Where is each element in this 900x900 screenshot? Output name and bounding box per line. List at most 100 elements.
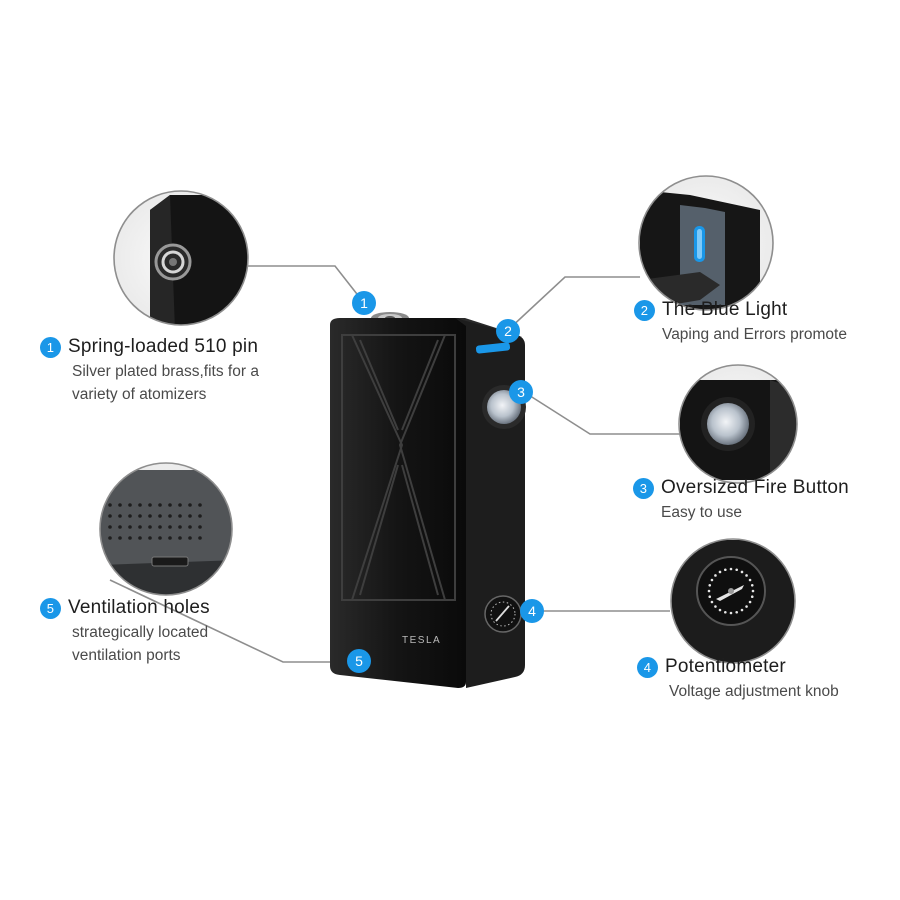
dial-tick (750, 595, 754, 598)
vent-hole (128, 503, 132, 507)
vent-hole (108, 525, 112, 529)
vent-hole (198, 514, 202, 518)
vent-hole (118, 514, 122, 518)
dial-tick (751, 589, 755, 593)
fire-button-icon (707, 403, 749, 445)
leader-lines (109, 265, 683, 663)
svg-text:2: 2 (504, 323, 512, 339)
feature-title: Ventilation holes (68, 597, 210, 618)
vent-hole (138, 536, 142, 540)
callout-marker-1: 1 (352, 291, 376, 315)
leader-line-3 (523, 391, 683, 435)
vent-hole (108, 514, 112, 518)
dial-tick (740, 608, 744, 612)
feature-label-5: 5 Ventilation holes strategically locate… (40, 597, 210, 667)
dial-tick (710, 578, 714, 582)
svg-text:3: 3 (517, 384, 525, 400)
svg-text:1: 1 (360, 295, 368, 311)
feature-label-2: 2 The Blue Light Vaping and Errors promo… (634, 299, 847, 346)
callout-marker-4: 4 (520, 599, 544, 623)
dial-tick (714, 574, 717, 577)
vent-hole (128, 525, 132, 529)
feature-number-badge: 3 (633, 477, 654, 499)
dial-tick (708, 584, 712, 587)
vent-hole (148, 525, 152, 529)
dial-tick (745, 605, 748, 608)
dial-tick (729, 611, 733, 615)
dial-tick (724, 568, 727, 572)
vent-hole (168, 514, 172, 518)
feature-description: Easy to use (661, 504, 742, 521)
vent-hole (168, 503, 172, 507)
callout-marker-3: 3 (509, 380, 533, 404)
callout-marker-2: 2 (496, 319, 520, 343)
inset-510-connector (113, 190, 249, 326)
vent-hole (108, 536, 112, 540)
feature-number-badge: 2 (634, 299, 655, 321)
leader-line-1 (248, 265, 365, 304)
vent-hole (118, 503, 122, 507)
inset-blue-light (638, 175, 774, 311)
vent-hole (178, 503, 182, 507)
callout-marker-5: 5 (347, 649, 371, 673)
dial-tick (708, 595, 712, 598)
vent-hole (168, 525, 172, 529)
feature-title: Oversized Fire Button (661, 477, 849, 498)
dial-tick (735, 568, 738, 572)
feature-description: Voltage adjustment knob (669, 683, 839, 700)
vent-hole (138, 503, 142, 507)
feature-description: Silver plated brass,fits for a variety o… (72, 363, 259, 403)
dial-tick (745, 574, 748, 577)
vent-hole (188, 525, 192, 529)
vent-hole (188, 503, 192, 507)
dial-tick (748, 600, 752, 604)
dial-tick (729, 567, 733, 571)
dial-tick (740, 570, 744, 574)
vent-hole (158, 503, 162, 507)
inset-fire-button (678, 364, 798, 484)
vent-hole (188, 514, 192, 518)
inset-dial-knob (670, 538, 796, 664)
svg-text:5: 5 (355, 653, 363, 669)
vent-hole (178, 536, 182, 540)
vent-hole (148, 536, 152, 540)
vent-hole (128, 514, 132, 518)
dial-tick (735, 610, 738, 614)
vent-hole (128, 536, 132, 540)
dial-tick (748, 578, 752, 582)
vent-hole (118, 525, 122, 529)
vent-hole (158, 525, 162, 529)
blue-light (475, 342, 511, 354)
dial-tick (718, 570, 722, 574)
vent-hole (148, 514, 152, 518)
feature-title: Potentiometer (665, 656, 786, 677)
vent-hole (148, 503, 152, 507)
dial-tick (718, 608, 722, 612)
vent-hole (158, 536, 162, 540)
dial-tick (710, 600, 714, 604)
feature-title: The Blue Light (662, 299, 788, 320)
feature-number-badge: 4 (637, 656, 658, 678)
dial-tick (724, 610, 727, 614)
vent-hole (108, 503, 112, 507)
feature-title: Spring-loaded 510 pin (68, 336, 259, 357)
inset-vent-holes (99, 462, 233, 596)
vent-hole (138, 525, 142, 529)
brand-logo: TESLA (402, 635, 441, 646)
svg-text:4: 4 (528, 603, 536, 619)
vent-hole (198, 525, 202, 529)
vent-hole (188, 536, 192, 540)
feature-number-badge: 5 (40, 597, 61, 619)
feature-description: Vaping and Errors promote (662, 326, 847, 343)
feature-label-1: 1 Spring-loaded 510 pin Silver plated br… (40, 336, 259, 406)
dial-tick (707, 589, 711, 593)
leader-line-2 (507, 276, 640, 331)
vent-hole (118, 536, 122, 540)
vent-hole (138, 514, 142, 518)
vent-hole (178, 525, 182, 529)
vent-hole (178, 514, 182, 518)
vent-hole (158, 514, 162, 518)
vent-hole (198, 503, 202, 507)
vent-holes-icon (108, 503, 202, 540)
